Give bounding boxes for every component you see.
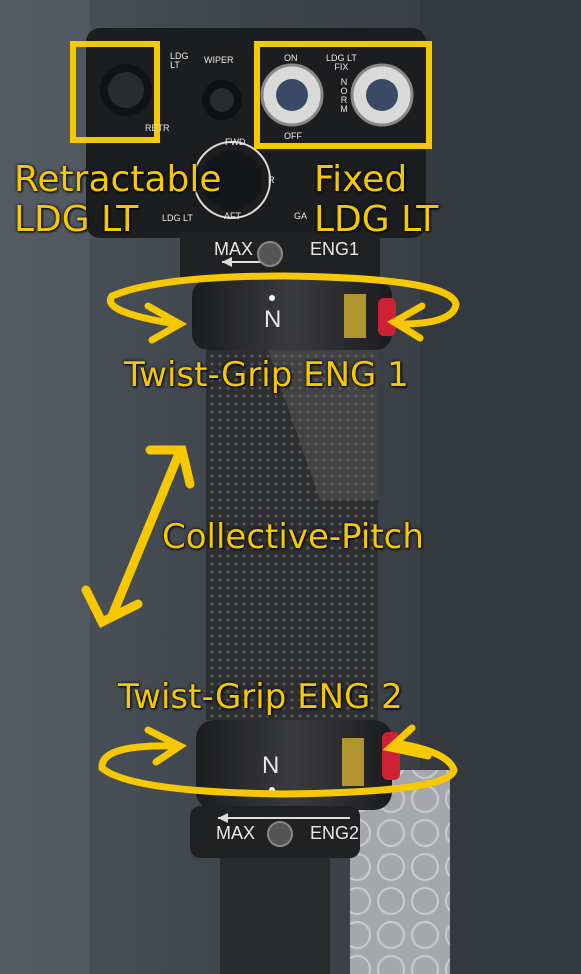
ldg-lt-bottom-label: LDG LT — [162, 213, 193, 223]
eng1-max-label: MAX — [214, 239, 254, 259]
eng1-detent-marks — [344, 294, 396, 338]
off-label: OFF — [284, 131, 302, 141]
fixed-ldg-lt-norm-switch — [350, 63, 414, 127]
fwd-aft-selector — [193, 141, 271, 219]
eng1-label: ENG1 — [310, 239, 360, 259]
eng1-screw — [257, 241, 283, 267]
collective-knurled-tube — [206, 350, 378, 720]
ldg-lt-vertical-label: LDG LT — [170, 51, 189, 70]
twist-grip-eng2-label: Twist-Grip ENG 2 — [118, 677, 403, 717]
fixed-label-line2: LDG LT — [314, 199, 439, 240]
eng2-label: ENG2 — [310, 823, 360, 843]
collective-pitch-label: Collective-Pitch — [162, 517, 424, 557]
eng2-screw — [267, 821, 293, 847]
twist-grip-eng1 — [192, 280, 392, 350]
wiper-switch — [202, 80, 242, 120]
collective-pitch-arrow — [81, 445, 195, 629]
on-label: ON — [284, 53, 298, 63]
retractable-label-line1: Retractable — [14, 159, 222, 200]
retractable-label-line2: LDG LT — [14, 199, 139, 240]
eng2-max-label: MAX — [216, 823, 256, 843]
aft-label: AFT — [224, 211, 241, 221]
left-seat-panel — [0, 0, 90, 974]
fixed-ldg-lt-highlight — [254, 41, 432, 149]
ga-label: GA — [294, 211, 308, 221]
fixed-label-line1: Fixed — [314, 159, 408, 200]
rotation-arrow-eng1 — [106, 272, 460, 344]
fixed-ldg-lt-on-off-switch — [260, 63, 324, 127]
retractable-ldg-lt-switch — [100, 64, 152, 116]
eng2-n-mark: N — [262, 752, 280, 779]
fwd-label: FWD — [225, 137, 246, 147]
retr-label: RETR — [145, 123, 170, 133]
retractable-ldg-lt-highlight — [70, 41, 160, 143]
twist-grip-eng1-label: Twist-Grip ENG 1 — [124, 355, 409, 395]
eng1-n-mark: N — [264, 306, 282, 333]
norm-label: NORM — [340, 77, 348, 114]
rotation-arrow-eng2 — [98, 724, 458, 798]
r-label: R — [268, 175, 275, 185]
ldg-lt-fix-label: LDG LT FIX — [326, 53, 357, 72]
wiper-label: WIPER — [204, 55, 234, 65]
